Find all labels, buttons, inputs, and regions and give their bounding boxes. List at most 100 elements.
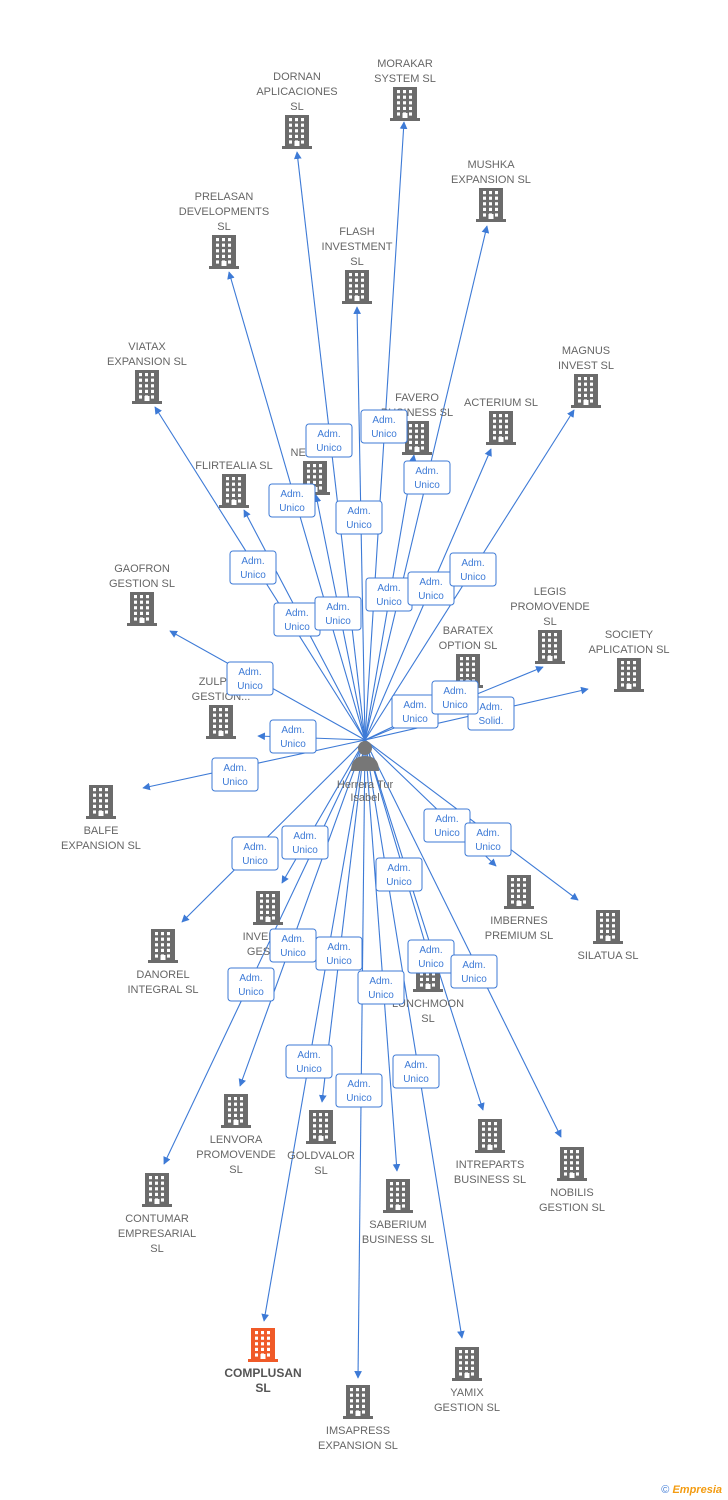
role-text: Adm. <box>243 842 266 853</box>
footer-credit: © Empresia <box>661 1484 722 1496</box>
role-text: Unico <box>460 572 486 583</box>
role-label: Adm.Unico <box>281 825 329 860</box>
company-node-mushka[interactable]: MUSHKA EXPANSION SL <box>451 159 531 222</box>
company-node-silatua[interactable]: SILATUA SL <box>578 910 639 962</box>
role-text: Unico <box>346 1093 372 1104</box>
role-text: Unico <box>402 714 428 725</box>
role-text: Unico <box>280 948 306 959</box>
company-label-gaofron: GESTION SL <box>109 578 175 590</box>
company-label-nobilis: NOBILIS <box>550 1187 593 1199</box>
company-node-flirtealia[interactable]: FLIRTEALIA SL <box>195 460 273 508</box>
role-text: Unico <box>434 828 460 839</box>
role-label: Adm.Unico <box>211 757 259 792</box>
role-label: Adm.Unico <box>229 550 277 585</box>
company-label-flirtealia: FLIRTEALIA SL <box>195 460 272 472</box>
company-label-favero: FAVERO <box>395 392 439 404</box>
contumar-building-icon <box>142 1173 172 1207</box>
company-label-yamix: YAMIX <box>450 1387 484 1399</box>
role-text: Adm. <box>347 506 370 517</box>
edge-imsapress <box>354 739 366 1379</box>
role-text: Adm. <box>347 1079 370 1090</box>
company-label-goldvalor: SL <box>314 1165 327 1177</box>
role-text: Adm. <box>281 934 304 945</box>
company-label-mushka: MUSHKA <box>467 159 515 171</box>
role-text: Unico <box>326 956 352 967</box>
company-label-imsapress: EXPANSION SL <box>318 1440 398 1452</box>
company-label-baratex: BARATEX <box>443 625 494 637</box>
role-text: Solid. <box>478 716 503 727</box>
role-text: Unico <box>284 622 310 633</box>
company-label-prelasan: PRELASAN <box>195 191 254 203</box>
role-text: Unico <box>237 681 263 692</box>
role-label: Adm.Unico <box>360 409 408 444</box>
company-label-viatax: EXPANSION SL <box>107 356 187 368</box>
company-label-silatua: SILATUA SL <box>578 950 639 962</box>
company-label-complusan: SL <box>255 1381 270 1395</box>
role-text: Adm. <box>327 942 350 953</box>
role-text: Adm. <box>377 583 400 594</box>
company-node-zulpe[interactable]: ZULPE...GESTION... <box>192 676 251 739</box>
company-label-yamix: GESTION SL <box>434 1402 500 1414</box>
edge-nobilis <box>364 739 562 1138</box>
danorel-building-icon <box>148 929 178 963</box>
lenvora-building-icon <box>221 1094 251 1128</box>
company-label-lenvora: SL <box>229 1164 242 1176</box>
role-label: Adm.Unico <box>227 967 275 1002</box>
role-label: Adm.Unico <box>464 822 512 857</box>
nobilis-building-icon <box>557 1147 587 1181</box>
company-node-yamix[interactable]: YAMIX GESTION SL <box>434 1347 500 1414</box>
saberium-building-icon <box>383 1179 413 1213</box>
edge-yamix <box>364 739 465 1339</box>
role-label: Adm.Unico <box>407 571 455 606</box>
company-label-lenvora: PROMOVENDE <box>196 1149 275 1161</box>
company-node-acterium[interactable]: ACTERIUM SL <box>464 397 538 445</box>
company-label-mushka: EXPANSION SL <box>451 174 531 186</box>
role-label: Adm.Unico <box>335 500 383 535</box>
prelasan-building-icon <box>209 235 239 269</box>
edge-lunchmoon <box>364 739 430 954</box>
company-label-lunchmoon: LUNCHMOON <box>392 998 464 1010</box>
morakar-building-icon <box>390 87 420 121</box>
edge-saberium <box>364 739 401 1172</box>
role-label: Adm.Unico <box>285 1044 333 1079</box>
role-text: Unico <box>325 616 351 627</box>
role-text: Unico <box>403 1074 429 1085</box>
role-text: Unico <box>238 987 264 998</box>
role-text: Unico <box>368 990 394 1001</box>
company-label-saberium: SABERIUM <box>369 1219 426 1231</box>
role-text: Unico <box>418 959 444 970</box>
role-label: Adm.Unico <box>423 808 471 843</box>
edge-complusan <box>261 739 366 1322</box>
company-label-dornan: DORNAN <box>273 71 321 83</box>
company-label-dornan: APLICACIONES <box>256 86 337 98</box>
company-label-prelasan: SL <box>217 221 230 233</box>
role-text: Adm. <box>281 725 304 736</box>
role-text: Adm. <box>404 1060 427 1071</box>
role-text: Adm. <box>372 415 395 426</box>
company-label-danorel: INTEGRAL SL <box>127 984 198 996</box>
role-text: Unico <box>280 739 306 750</box>
role-text: Unico <box>475 842 501 853</box>
